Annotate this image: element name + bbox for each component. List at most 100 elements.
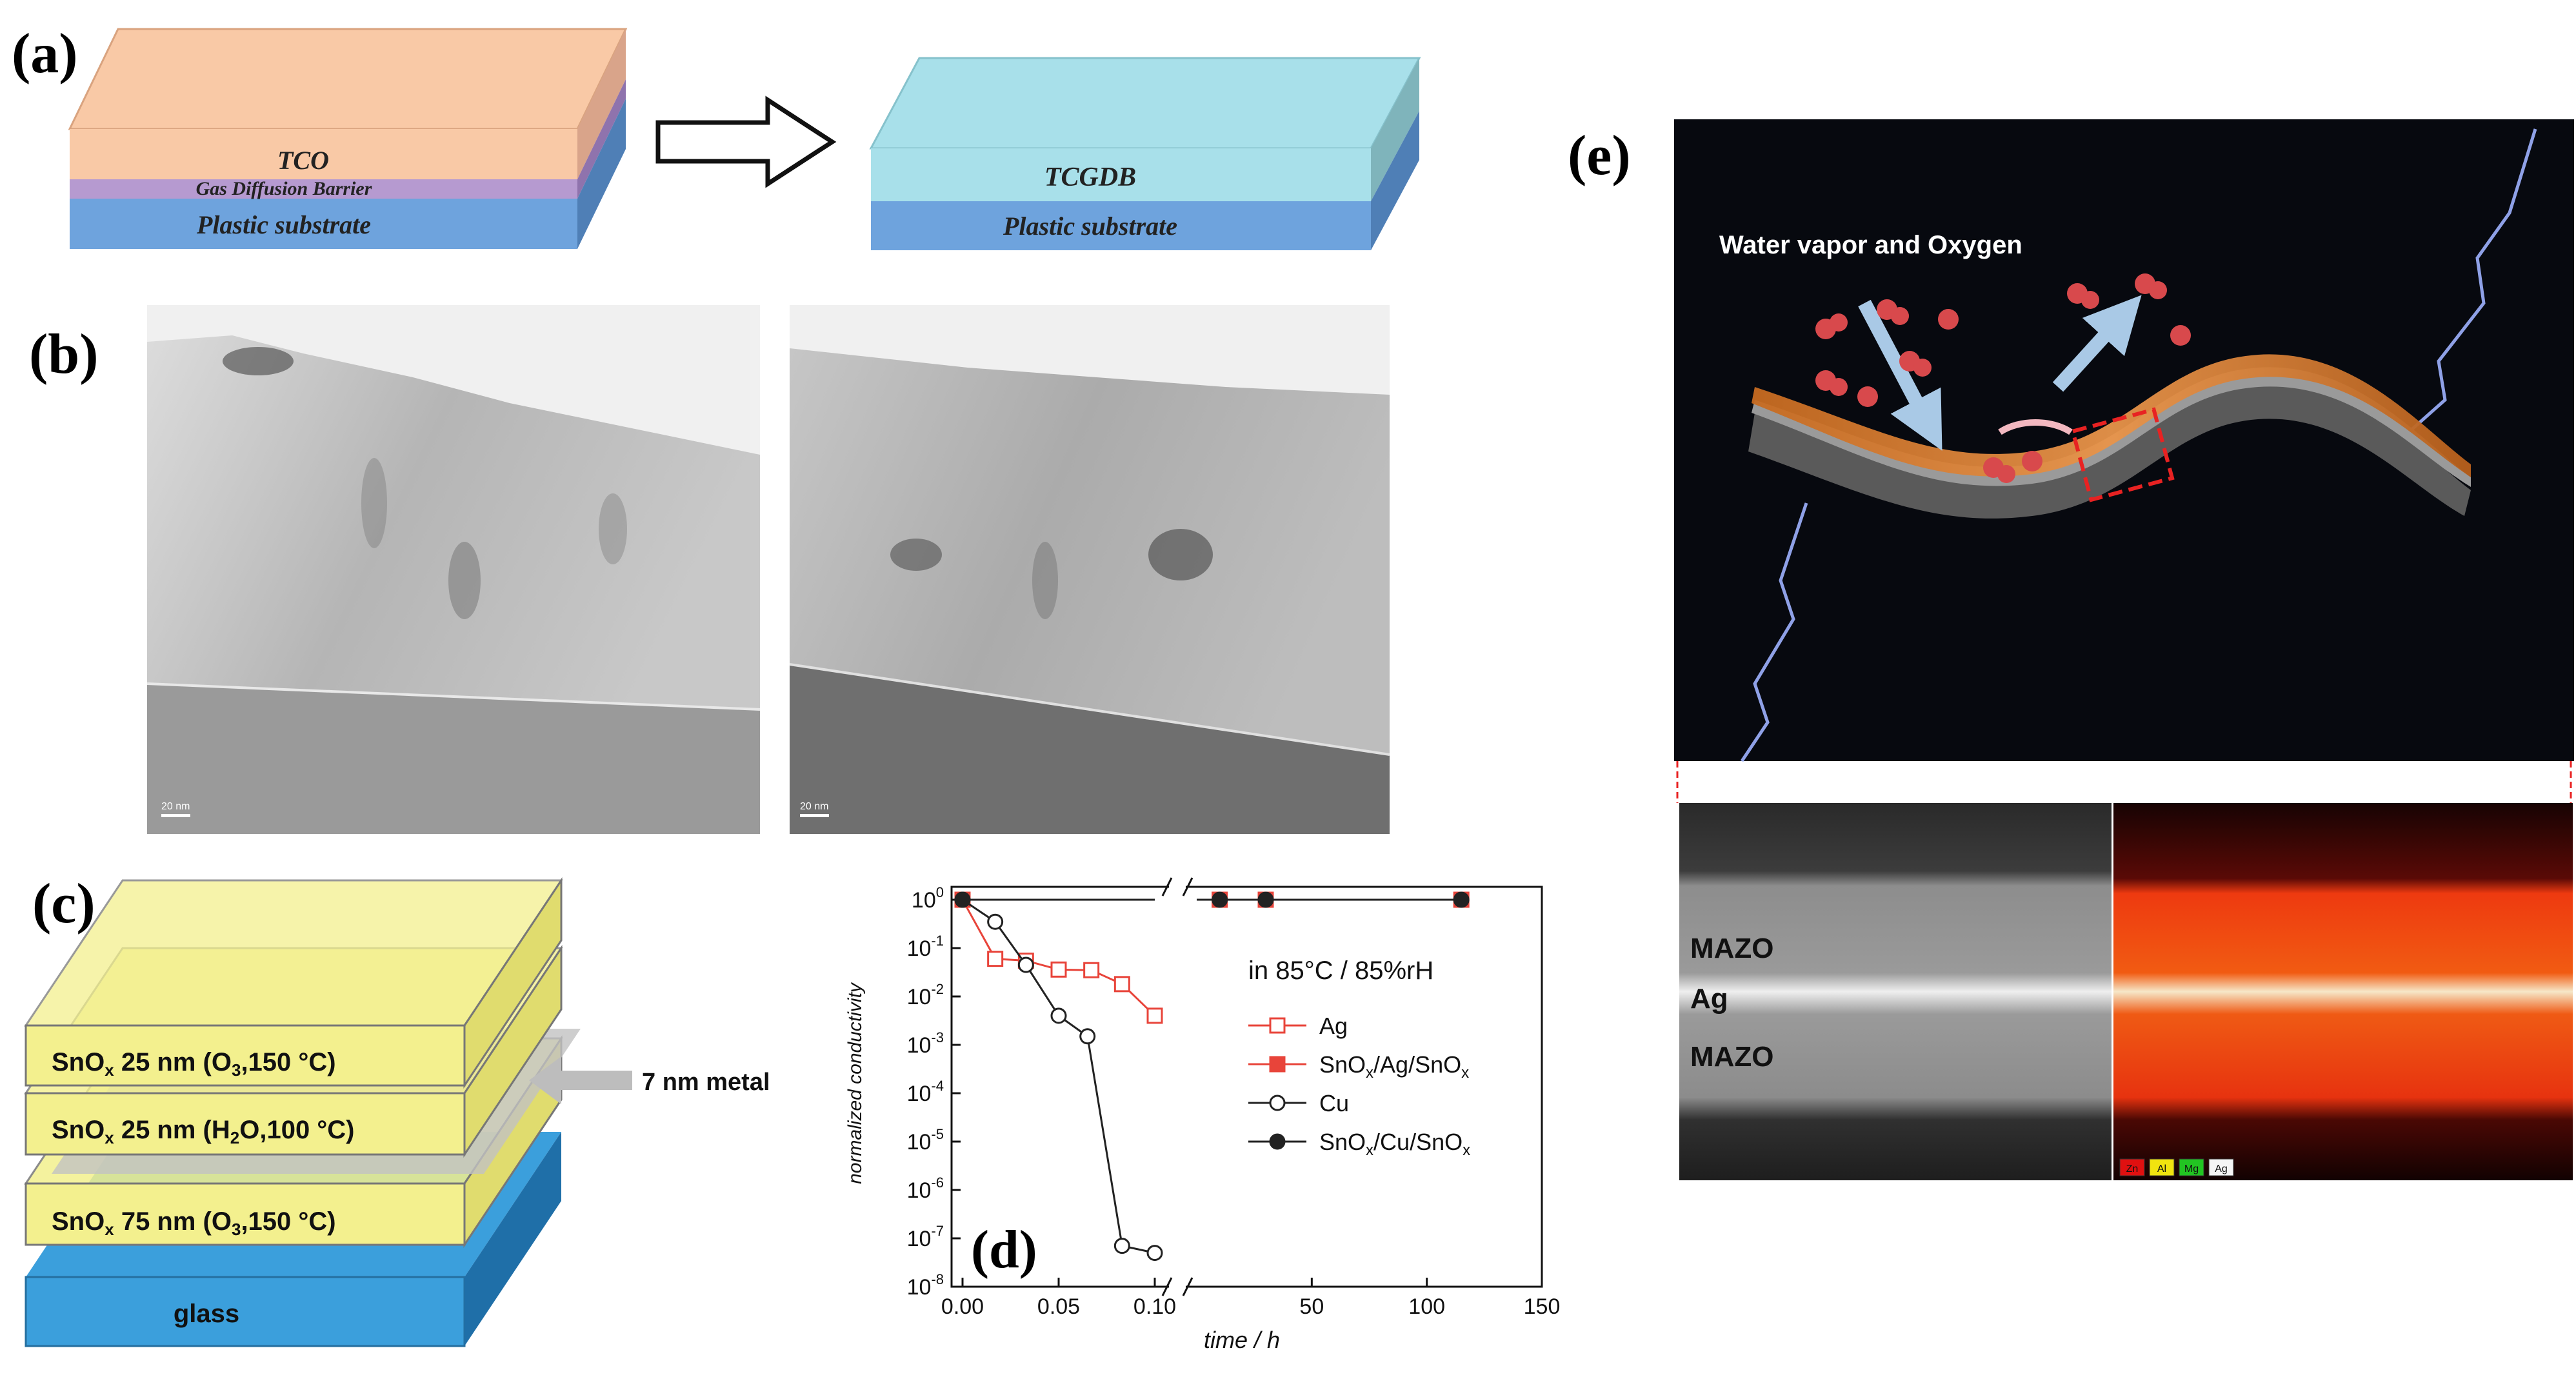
panel-b: (b) 20 nm 20 nm <box>29 305 1390 834</box>
panel-a: (a) TCO Gas Diffusion Barrier Plastic su… <box>12 23 1421 250</box>
tem-image-left: 20 nm <box>146 305 761 834</box>
plastic-substrate-layer <box>70 199 577 249</box>
legend-label: Ag <box>1319 1013 1348 1039</box>
tcgdb-side-face <box>1371 58 1419 201</box>
plot-frame <box>950 886 1543 1288</box>
tem-image-right: 20 nm <box>789 305 1390 834</box>
panel-a-label: (a) <box>12 23 78 85</box>
reflect-arrow-icon <box>1998 419 2073 435</box>
mazo-bottom-label: MAZO <box>1690 1041 1774 1073</box>
tco-top-face <box>68 28 628 130</box>
point-ag <box>1146 1007 1163 1024</box>
incoming-gas-arrow-icon <box>1858 299 1942 451</box>
legend-swatch-label: Mg <box>2184 1164 2199 1174</box>
point-ag <box>1050 961 1067 978</box>
y-tick-label: 10-5 <box>907 1126 944 1154</box>
plastic-substrate-layer-right <box>871 201 1371 250</box>
outgoing-gas-arrow-icon <box>2052 295 2142 392</box>
snox-25-o3-layer: SnOx 25 nm (O3,150 °C) <box>24 877 563 1089</box>
legend-swatch <box>2119 1158 2145 1176</box>
point-cu <box>1050 1007 1067 1024</box>
gas-caption: Water vapor and Oxygen <box>1719 231 2022 259</box>
legend-swatch-label: Ag <box>2215 1164 2228 1174</box>
point-ag <box>1113 976 1130 993</box>
gas-molecules-icon <box>1815 273 2191 483</box>
point-snox-cu-snox <box>1453 891 1470 908</box>
glass-label: glass <box>174 1300 239 1328</box>
y-tick-label: 100 <box>912 884 944 913</box>
barrier-label: Gas Diffusion Barrier <box>196 178 372 199</box>
substrate-side-face <box>577 99 626 249</box>
x-tick-label: 50 <box>1299 1294 1324 1319</box>
legend-swatch-label: Zn <box>2126 1164 2139 1174</box>
substrate-label-right: Plastic substrate <box>1003 212 1177 241</box>
legend-swatch <box>2149 1158 2175 1176</box>
point-cu <box>1113 1238 1130 1254</box>
point-cu <box>1079 1028 1096 1045</box>
axis-break-gap <box>1169 1279 1186 1294</box>
snox-75-label: SnOx 75 nm (O3,150 °C) <box>52 1207 336 1239</box>
right-layer-stack: TCGDB Plastic substrate <box>869 57 1421 250</box>
axis-break-mark <box>1161 877 1173 897</box>
legend-swatch <box>2208 1158 2234 1176</box>
legend-label: SnOx/Ag/SnOx <box>1319 1051 1469 1082</box>
substrate-side-face-right <box>1371 111 1419 250</box>
left-layer-stack: TCO Gas Diffusion Barrier Plastic substr… <box>68 28 628 249</box>
legend-marker <box>1269 1095 1286 1111</box>
zoom-region-box <box>2070 407 2175 502</box>
x-tick-label: 150 <box>1524 1294 1561 1319</box>
eds-map-image: Zn Al Mg Ag <box>2113 803 2573 1180</box>
tco-label: TCO <box>277 146 329 175</box>
legend-marker <box>1269 1133 1286 1150</box>
tco-side-face <box>577 29 626 179</box>
legend-label: Cu <box>1319 1090 1349 1116</box>
legend-marker <box>1269 1056 1286 1073</box>
point-snox-cu-snox <box>1257 891 1274 908</box>
mazo-top-label: MAZO <box>1690 933 1774 964</box>
y-tick-label: 10-8 <box>907 1271 944 1300</box>
point-cu <box>1017 956 1034 973</box>
transition-arrow-icon <box>655 95 837 188</box>
scale-bar-left: 20 nm <box>161 801 190 812</box>
tcgdb-top-face <box>869 57 1421 150</box>
point-snox-cu-snox <box>954 891 971 908</box>
ag-label: Ag <box>1690 983 1728 1015</box>
axis-break-gap <box>1169 879 1186 895</box>
metal-pointer-arrow-icon <box>529 1056 632 1104</box>
tcgdb-layer <box>871 148 1371 201</box>
y-tick-label: 10-2 <box>907 981 944 1009</box>
film-bottom-layer <box>1748 380 2471 519</box>
tcgdb-label: TCGDB <box>1044 163 1136 192</box>
snox-25-h2o-label: SnOx 25 nm (H2O,100 °C) <box>52 1116 355 1147</box>
y-tick-label: 10-1 <box>907 933 944 961</box>
panel-e-label: (e) <box>1568 124 1631 187</box>
substrate-label-left: Plastic substrate <box>196 210 371 239</box>
point-snox-cu-snox <box>1212 891 1228 908</box>
barrier-side-face <box>577 79 626 199</box>
metal-label: 7 nm metal <box>642 1069 770 1096</box>
panel-b-label: (b) <box>29 323 99 386</box>
legend-swatch <box>2179 1158 2204 1176</box>
point-cu <box>1146 1245 1163 1262</box>
stem-image: MAZO Ag MAZO <box>1679 803 2112 1180</box>
y-tick-label: 10-4 <box>907 1078 944 1106</box>
gas-diffusion-barrier-layer <box>70 179 577 199</box>
point-cu <box>987 913 1004 930</box>
y-tick-label: 10-6 <box>907 1174 944 1203</box>
scale-bar-right: 20 nm <box>800 801 828 812</box>
axis-break-mark <box>1161 1277 1173 1296</box>
x-tick-label: 100 <box>1408 1294 1445 1319</box>
x-tick-label: 0.00 <box>941 1294 984 1319</box>
panel-d-label: (d) <box>971 1220 1037 1280</box>
panel-c-label: (c) <box>32 873 95 935</box>
element-legend: Zn Al Mg Ag <box>2119 1158 2234 1176</box>
point-ag <box>1083 962 1100 978</box>
lightning-left-icon <box>1740 502 1808 762</box>
legend-marker <box>1269 1017 1286 1034</box>
legend-swatch-label: Al <box>2157 1164 2166 1174</box>
barrier-illustration: Water vapor and Oxygen <box>1674 119 2574 762</box>
